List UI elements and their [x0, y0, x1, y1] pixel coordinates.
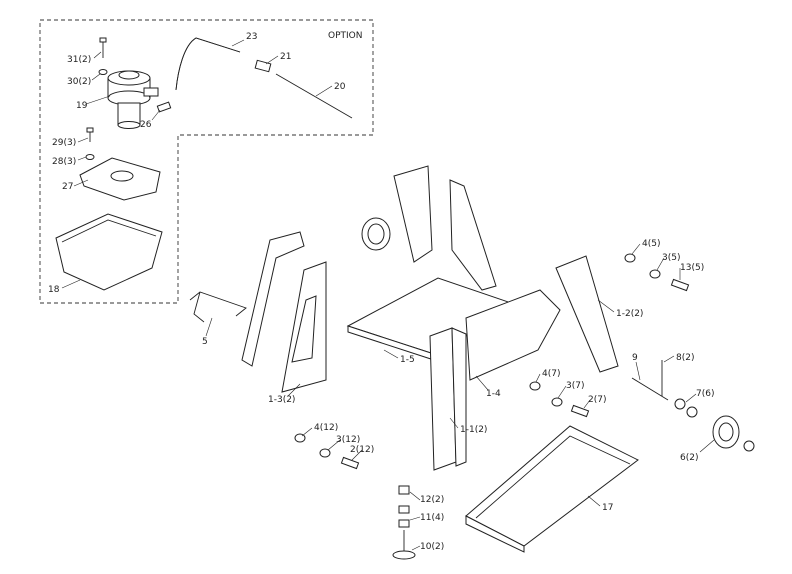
hose-23 — [175, 37, 241, 91]
label-11: 11(4) — [420, 513, 444, 523]
option-label: OPTION — [328, 31, 362, 41]
tray-18 — [55, 213, 163, 291]
panel-1-4 — [465, 289, 561, 381]
axle-9 — [631, 377, 669, 401]
label-28: 28(3) — [52, 157, 76, 167]
hardware-2-12 — [340, 456, 360, 470]
leader-lines — [61, 39, 715, 551]
washer-28 — [85, 154, 95, 160]
leg-1-1 — [429, 327, 467, 471]
label-27: 27 — [62, 182, 73, 192]
hardware-3-12 — [319, 448, 331, 458]
label-4-12: 4(12) — [314, 423, 338, 433]
option-boundary — [39, 19, 374, 304]
bracket-upper-left — [393, 165, 433, 263]
label-10: 10(2) — [420, 542, 444, 552]
hardware-3-5 — [649, 269, 661, 279]
hardware-3-7 — [551, 397, 563, 407]
label-4-5: 4(5) — [642, 239, 660, 249]
label-23: 23 — [246, 32, 257, 42]
label-31: 31(2) — [67, 55, 91, 65]
washer-7 — [674, 398, 698, 418]
pump-19 — [107, 70, 159, 129]
label-13-5: 13(5) — [680, 263, 704, 273]
label-21: 21 — [280, 52, 291, 62]
label-1-4: 1-4 — [486, 389, 501, 399]
hardware-4-12 — [294, 433, 306, 443]
foot-10 — [392, 530, 416, 560]
label-6: 6(2) — [680, 453, 698, 463]
nozzle-20 — [275, 73, 353, 119]
label-30: 30(2) — [67, 77, 91, 87]
label-3-5: 3(5) — [662, 253, 680, 263]
label-29: 29(3) — [52, 138, 76, 148]
bracket-upper-right — [449, 179, 497, 291]
label-26: 26 — [140, 120, 152, 130]
leg-1-2 — [555, 255, 619, 373]
part-labels: 31(2) 30(2) 19 26 23 21 20 29(3) 28(3) 2… — [48, 32, 714, 552]
label-4-7: 4(7) — [542, 369, 560, 379]
hardware-2-7 — [570, 404, 590, 418]
screw-29 — [86, 127, 94, 142]
label-9: 9 — [632, 353, 638, 363]
label-7: 7(6) — [696, 389, 714, 399]
fitting-26 — [156, 101, 172, 113]
wheel-6 — [712, 415, 755, 452]
wheel-upper — [361, 217, 391, 251]
hardware-4-7 — [529, 381, 541, 391]
label-1-3: 1-3(2) — [268, 395, 295, 405]
label-1-2: 1-2(2) — [616, 309, 643, 319]
label-3-7: 3(7) — [566, 381, 584, 391]
tray-17 — [465, 425, 639, 553]
label-18: 18 — [48, 285, 60, 295]
plate-27 — [79, 157, 161, 201]
hose-23-inner — [175, 37, 241, 91]
label-19: 19 — [76, 101, 88, 111]
nut-12 — [398, 485, 410, 495]
hardware-4-5 — [624, 253, 636, 263]
label-1-1: 1-1(2) — [460, 425, 487, 435]
hardware-13-5 — [670, 278, 690, 292]
handle-5 — [189, 291, 247, 323]
label-20: 20 — [334, 82, 346, 92]
nut-11 — [398, 505, 410, 528]
label-12: 12(2) — [420, 495, 444, 505]
label-8: 8(2) — [676, 353, 694, 363]
label-3-12: 3(12) — [336, 435, 360, 445]
label-5: 5 — [202, 337, 208, 347]
label-17: 17 — [602, 503, 613, 513]
washer-30 — [98, 69, 108, 75]
shelf-1-5 — [346, 277, 522, 361]
label-1-5: 1-5 — [400, 355, 415, 365]
bolt-31 — [99, 37, 107, 58]
label-2-7: 2(7) — [588, 395, 606, 405]
label-2-12: 2(12) — [350, 445, 374, 455]
leg-1-3 — [241, 231, 327, 393]
